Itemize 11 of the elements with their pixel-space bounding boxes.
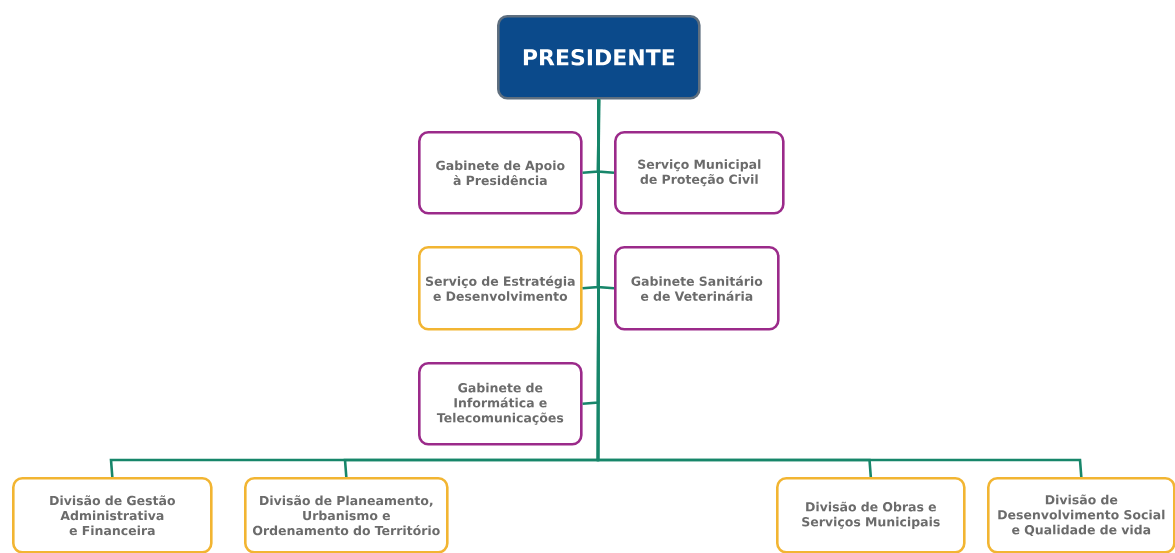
division-box: Serviço de Estratégia e Desenvolvimento — [418, 246, 583, 331]
division-box: Divisão de Gestão Administrativa e Financeira — [12, 477, 213, 553]
division-box: Divisão de Planeamento, Urbanismo e Ordenamento do Território — [244, 477, 449, 553]
connector-line — [596, 99, 1083, 478]
division-box: Divisão de Desenvolvimento Social e Qualidade de vida — [987, 477, 1175, 553]
office-box: Serviço Municipal de Proteção Civil — [614, 131, 785, 215]
president-box: PRESIDENTE — [497, 15, 701, 100]
office-box: Gabinete de Apoio à Presidência — [418, 131, 583, 215]
office-box: Gabinete Sanitário e de Veterinária — [614, 246, 780, 331]
division-box: Divisão de Obras e Serviços Municipais — [776, 477, 966, 553]
office-box: Gabinete de Informática e Telecomunicações — [418, 362, 583, 446]
